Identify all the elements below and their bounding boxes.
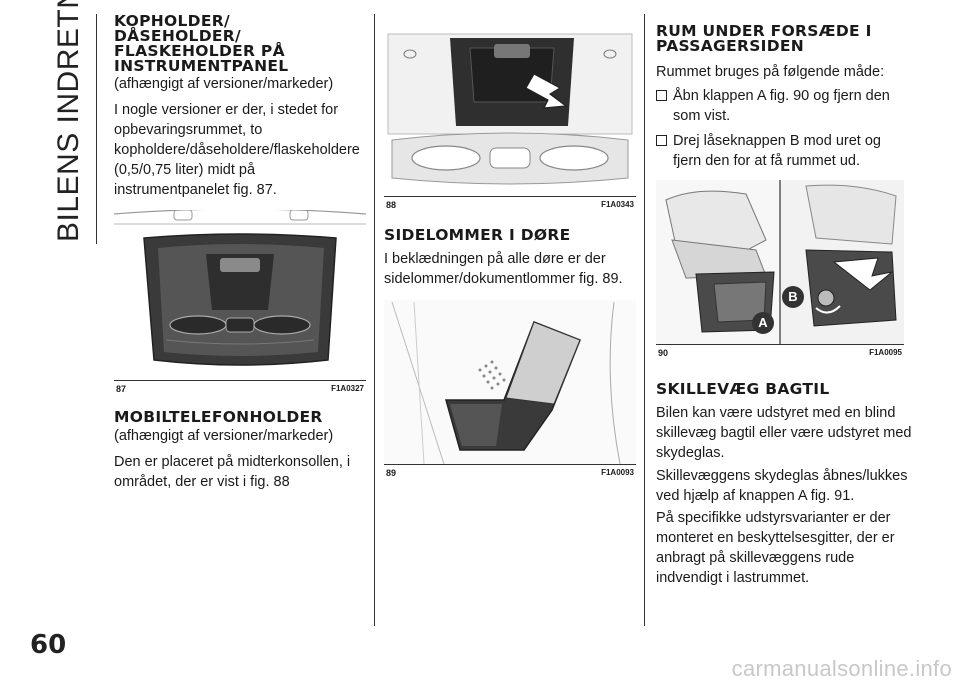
step-text: Åbn klappen A fig. 90 og fjern den som v… xyxy=(673,88,890,124)
step-item: Åbn klappen A fig. 90 og fjern den som v… xyxy=(656,86,912,126)
door-pocket-illustration xyxy=(384,300,636,465)
figure-89: 89 F1A0093 xyxy=(384,300,636,478)
cup-holder-illustration xyxy=(113,208,367,366)
checkbox-bullet-icon xyxy=(656,135,667,146)
heading-door-pockets: SIDELOMMER I DØRE xyxy=(384,226,571,244)
footer-watermark-url: carmanualsonline.info xyxy=(731,656,952,681)
figure-90-number: 90 xyxy=(658,348,669,358)
figure-90-code: F1A0095 xyxy=(869,348,902,357)
step-text: Drej låseknappen B mod uret og fjern den… xyxy=(673,133,881,169)
section-title-text: BILENS INDRETNING xyxy=(52,0,85,242)
page-number: 60 xyxy=(30,630,67,660)
paragraph-door-pockets: I beklædningen på alle døre er der sidel… xyxy=(384,251,623,287)
figure-88-number: 88 xyxy=(386,200,397,210)
figure-87-number: 87 xyxy=(116,384,127,394)
figure-87-code: F1A0327 xyxy=(331,384,364,393)
under-seat-illustration xyxy=(656,180,904,344)
callout-a-label: A xyxy=(758,315,768,330)
callout-b-label: B xyxy=(788,289,798,304)
heading-phone-holder: MOBILTELEFONHOLDER xyxy=(114,408,323,426)
paragraph-cup-holder: I nogle versioner er der, i stedet for o… xyxy=(114,102,360,198)
figure-90: A B 90 F1A0095 xyxy=(656,180,904,358)
paragraph-phone-holder: Den er placeret på midterkonsollen, i om… xyxy=(114,454,351,490)
heading-cup-holder: KOPHOLDER/ DÅSEHOLDER/ FLASKEHOLDER PÅ I… xyxy=(114,12,289,75)
paragraph-partition-2: Skillevæggens skydeglas åbnes/lukkes ved… xyxy=(656,468,908,504)
column-divider-1 xyxy=(374,14,375,626)
step-item: Drej låseknappen B mod uret og fjern den… xyxy=(656,131,912,171)
under-seat-steps: Åbn klappen A fig. 90 og fjern den som v… xyxy=(656,86,912,171)
subheading-versions-1: (afhængigt af versioner/markeder) xyxy=(114,76,334,92)
figure-89-number: 89 xyxy=(386,468,397,478)
phone-holder-illustration xyxy=(387,33,633,185)
figure-88: 88 F1A0343 xyxy=(384,14,636,210)
subheading-versions-2: (afhængigt af versioner/markeder) xyxy=(114,428,334,444)
figure-87: 87 F1A0327 xyxy=(113,208,367,394)
paragraph-under-seat-intro: Rummet bruges på følgende måde: xyxy=(656,64,885,80)
sidebar-rule xyxy=(96,14,97,244)
callout-a: A xyxy=(752,312,774,334)
paragraph-partition-1: Bilen kan være udstyret med en blind ski… xyxy=(656,405,912,461)
figure-89-code: F1A0093 xyxy=(601,468,634,477)
paragraph-partition-3: På specifikke udstyrsvarianter er der mo… xyxy=(656,510,895,586)
heading-rear-partition: SKILLEVÆG BAGTIL xyxy=(656,380,830,398)
heading-under-seat-storage: RUM UNDER FORSÆDE I PASSAGERSIDEN xyxy=(656,22,872,55)
section-sidebar-title: BILENS INDRETNING xyxy=(46,0,86,242)
callout-b: B xyxy=(782,286,804,308)
figure-88-code: F1A0343 xyxy=(601,200,634,209)
column-divider-2 xyxy=(644,14,645,626)
checkbox-bullet-icon xyxy=(656,90,667,101)
